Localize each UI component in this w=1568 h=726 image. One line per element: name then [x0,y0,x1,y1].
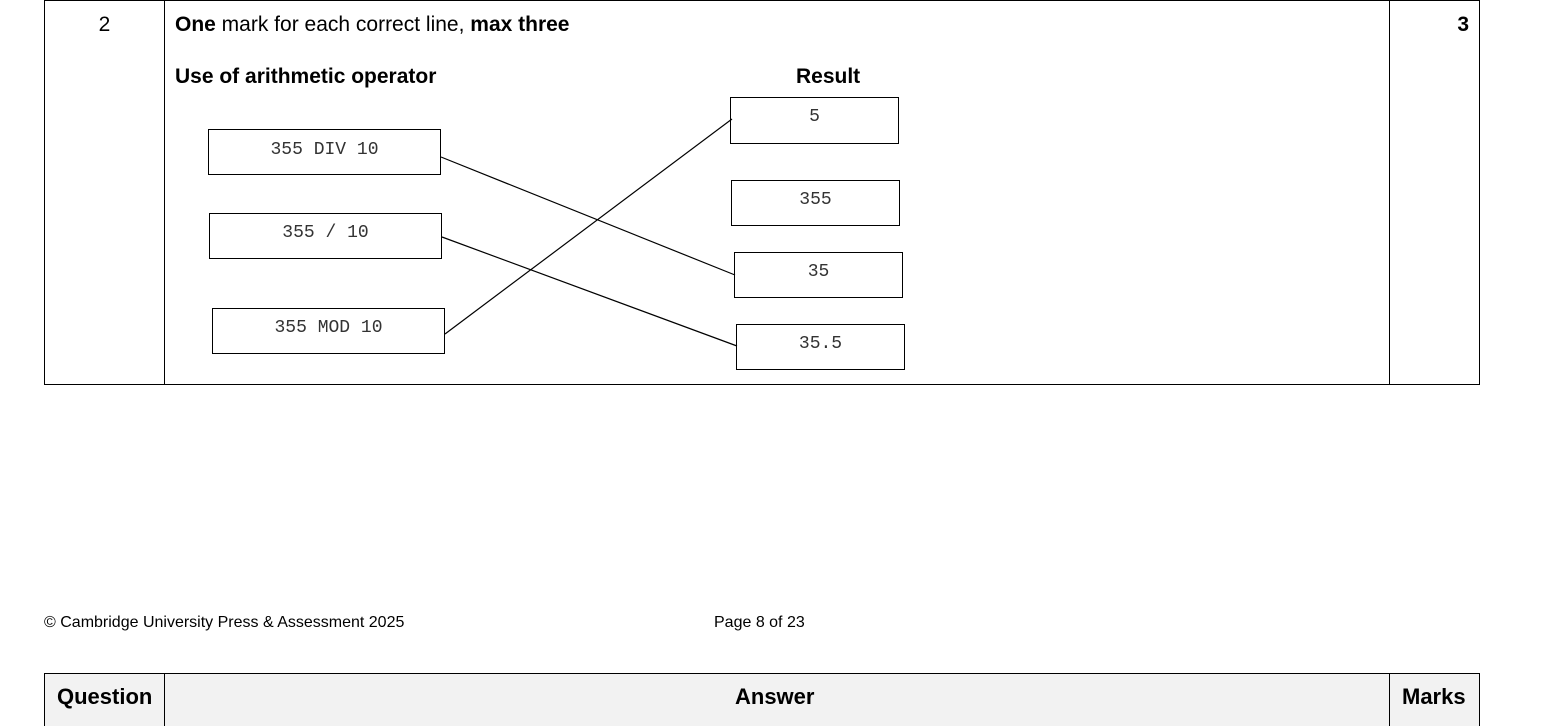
column-divider [164,1,165,384]
result-box: 35 [734,252,903,298]
instruction-bold-one: One [175,13,216,36]
operator-box: 355 MOD 10 [212,308,445,354]
page-number: Page 8 of 23 [714,614,805,631]
instruction-bold-max: max three [470,13,570,36]
match-line-div [440,156,736,276]
copyright-notice: © Cambridge University Press & Assessmen… [44,614,405,631]
operator-box: 355 DIV 10 [208,129,441,175]
question-marks: 3 [1457,13,1469,36]
column-divider [1389,674,1390,726]
result-box: 5 [730,97,899,144]
operator-column-heading: Use of arithmetic operator [175,65,437,88]
result-box: 355 [731,180,900,226]
header-question: Question [57,684,153,709]
match-line-divide [441,236,738,347]
result-column-heading: Result [796,65,861,88]
column-divider [164,674,165,726]
next-page-table-header: Question Answer Marks [44,673,1480,726]
instruction-text: mark for each correct line, [215,13,471,36]
header-marks: Marks [1402,684,1466,709]
header-answer: Answer [735,684,815,709]
result-box: 35.5 [736,324,905,370]
marking-instruction: One mark for each correct line, max thre… [175,13,569,37]
question-number: 2 [98,13,111,36]
match-line-mod [444,118,733,335]
question-row: 2 3 One mark for each correct line, max … [44,0,1480,385]
operator-box: 355 / 10 [209,213,442,259]
column-divider [1389,1,1390,384]
